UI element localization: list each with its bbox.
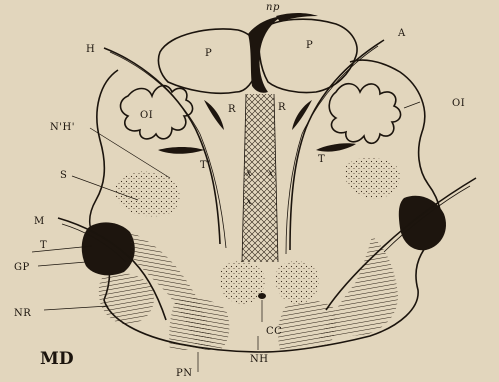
nucleus-cluster-left-upper: [115, 172, 179, 217]
label-x3: x: [246, 196, 252, 207]
label-p-right: P: [306, 40, 313, 51]
raphe-streak-right: [292, 100, 312, 130]
label-x1: x: [246, 168, 252, 179]
label-nh-prime: N'H': [50, 122, 75, 133]
label-t-left: T: [40, 240, 47, 251]
label-cc: CC: [266, 326, 282, 337]
label-x2: x: [268, 168, 274, 179]
label-nr: NR: [14, 308, 31, 319]
label-s: S: [60, 170, 67, 181]
fissure-np-mark: [276, 13, 318, 22]
label-nh: NH: [250, 354, 268, 365]
label-pn: PN: [176, 368, 192, 378]
pyramid-left: [158, 29, 259, 93]
label-r-right: R: [278, 102, 286, 113]
label-t-right: T: [318, 154, 325, 165]
nerve-line-right-lower: [326, 178, 476, 310]
label-p-left: P: [205, 48, 212, 59]
label-h: H: [86, 44, 95, 55]
label-a: A: [397, 28, 406, 39]
nucleus-cluster-left-lower: [220, 261, 265, 304]
olive-left: [121, 86, 193, 139]
label-r-left: R: [228, 104, 236, 115]
label-oi-right: OI: [452, 98, 465, 109]
artist-signature: MD: [40, 349, 74, 369]
raphe-streak-left: [204, 100, 224, 130]
label-m: M: [34, 216, 45, 227]
lateral-hatch-left: [99, 273, 154, 324]
streak-left: [158, 147, 204, 154]
label-gp: GP: [14, 262, 30, 273]
nucleus-cluster-right-upper: [345, 158, 400, 199]
olive-right: [329, 84, 400, 144]
label-np: np: [266, 2, 280, 13]
nucleus-cluster-right-lower: [276, 261, 319, 304]
pyramid-right: [259, 19, 357, 92]
label-t-prime: T': [200, 160, 210, 171]
streak-right: [316, 143, 356, 151]
median-fissure: [248, 16, 282, 93]
central-canal: [258, 293, 266, 299]
label-oi-left: OI: [140, 110, 153, 121]
ventral-hatch-left: [169, 298, 229, 350]
